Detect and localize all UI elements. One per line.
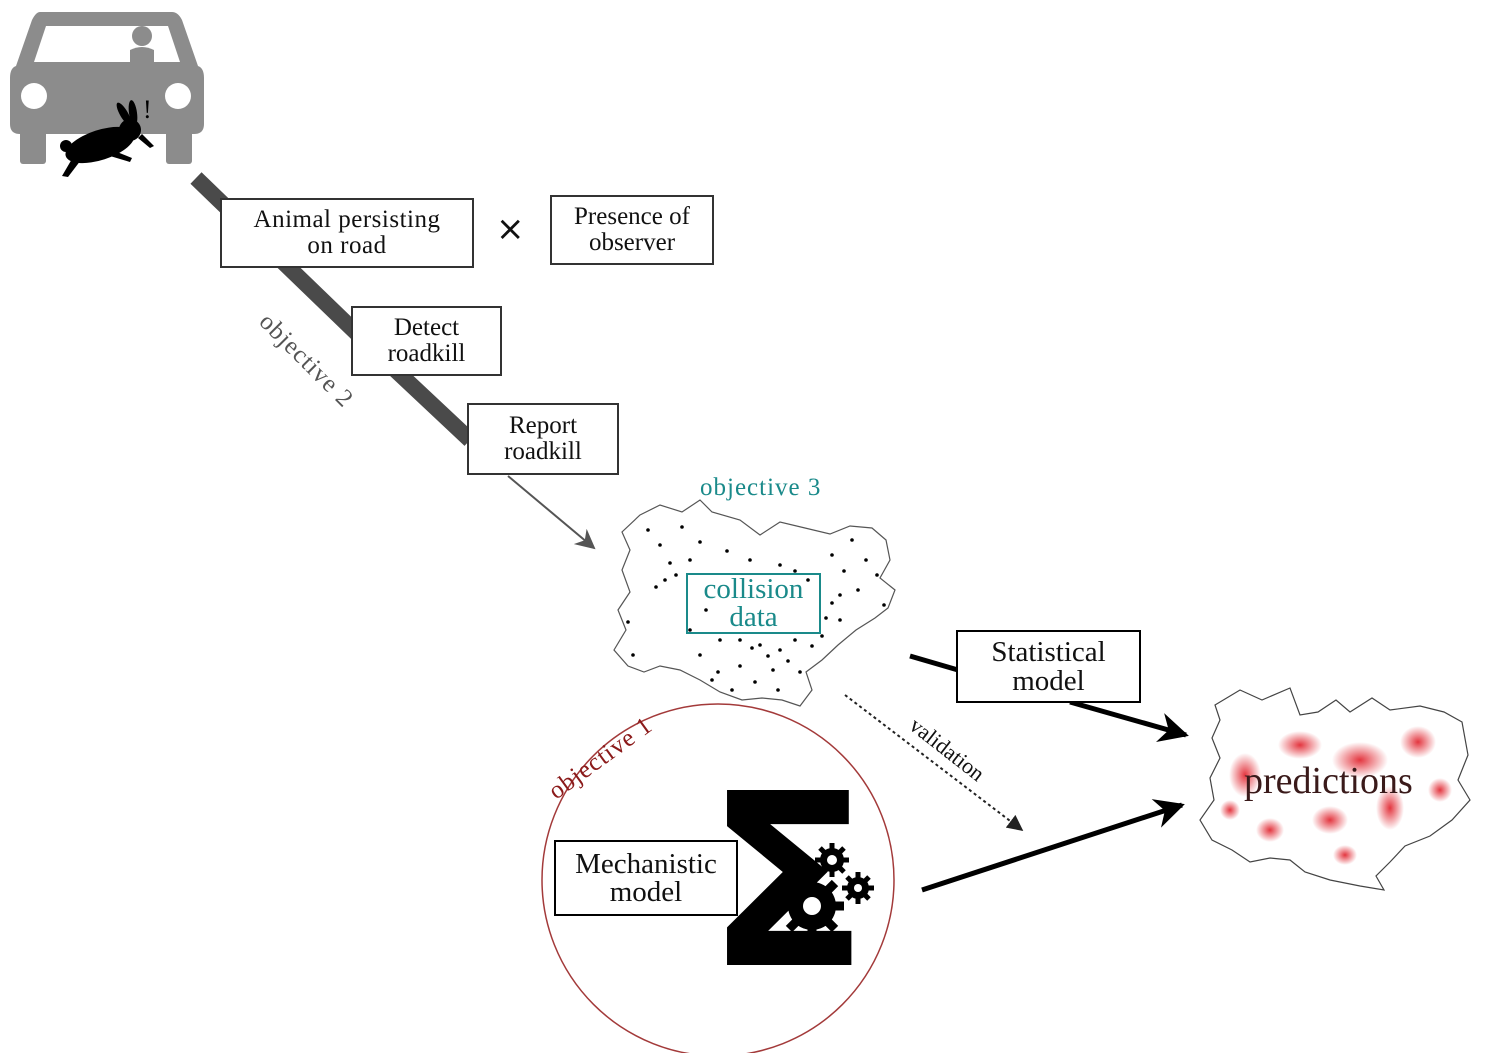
rabbit-icon (60, 100, 154, 177)
mechanistic-line1: Mechanistic (575, 847, 717, 880)
collision-data-box: collision data (686, 573, 821, 634)
statistical-line2: model (1012, 664, 1085, 697)
car-icon (10, 12, 204, 164)
presence-observer-line2: observer (588, 229, 676, 256)
gears-icon (780, 843, 874, 938)
statistical-to-predictions-arrow (1069, 699, 1189, 743)
prediction-hotspots (1220, 726, 1452, 865)
animal-persisting-box: Animal persisting on road (220, 198, 474, 268)
objective1-circle (541, 703, 895, 1053)
statistical-line1: Statistical (991, 636, 1106, 669)
animal-persisting-line2: on road (307, 232, 387, 259)
predictions-label: predictions (1244, 760, 1413, 802)
collision-line2: data (729, 600, 778, 633)
statistical-model-box: Statistical model (956, 630, 1141, 703)
report-line2: roadkill (504, 438, 582, 465)
report-to-collision-arrow (507, 475, 596, 550)
objective3-label: objective 3 (700, 474, 822, 501)
multiply-operator: × (496, 209, 525, 249)
report-roadkill-box: Report roadkill (467, 403, 619, 475)
validation-arrow (844, 694, 1024, 831)
detect-line1: Detect (393, 313, 460, 341)
collision-map (613, 499, 896, 707)
presence-observer-box: Presence of observer (550, 195, 714, 265)
alert-mark: ! (143, 95, 152, 124)
detect-line2: roadkill (387, 340, 466, 367)
report-line1: Report (508, 411, 578, 439)
collision-points (626, 525, 886, 692)
detect-roadkill-box: Detect roadkill (351, 306, 502, 376)
collision-to-statistical-arrow (909, 653, 959, 673)
animal-persisting-line1: Animal persisting (253, 205, 441, 233)
presence-observer-line1: Presence of (574, 202, 690, 230)
mechanistic-model-box: Mechanistic model (554, 840, 738, 916)
collision-line1: collision (703, 572, 804, 605)
mechanistic-line2: model (609, 876, 683, 908)
mechanistic-to-predictions-arrow (921, 799, 1185, 893)
objective1-label: objective 1 (544, 712, 658, 805)
